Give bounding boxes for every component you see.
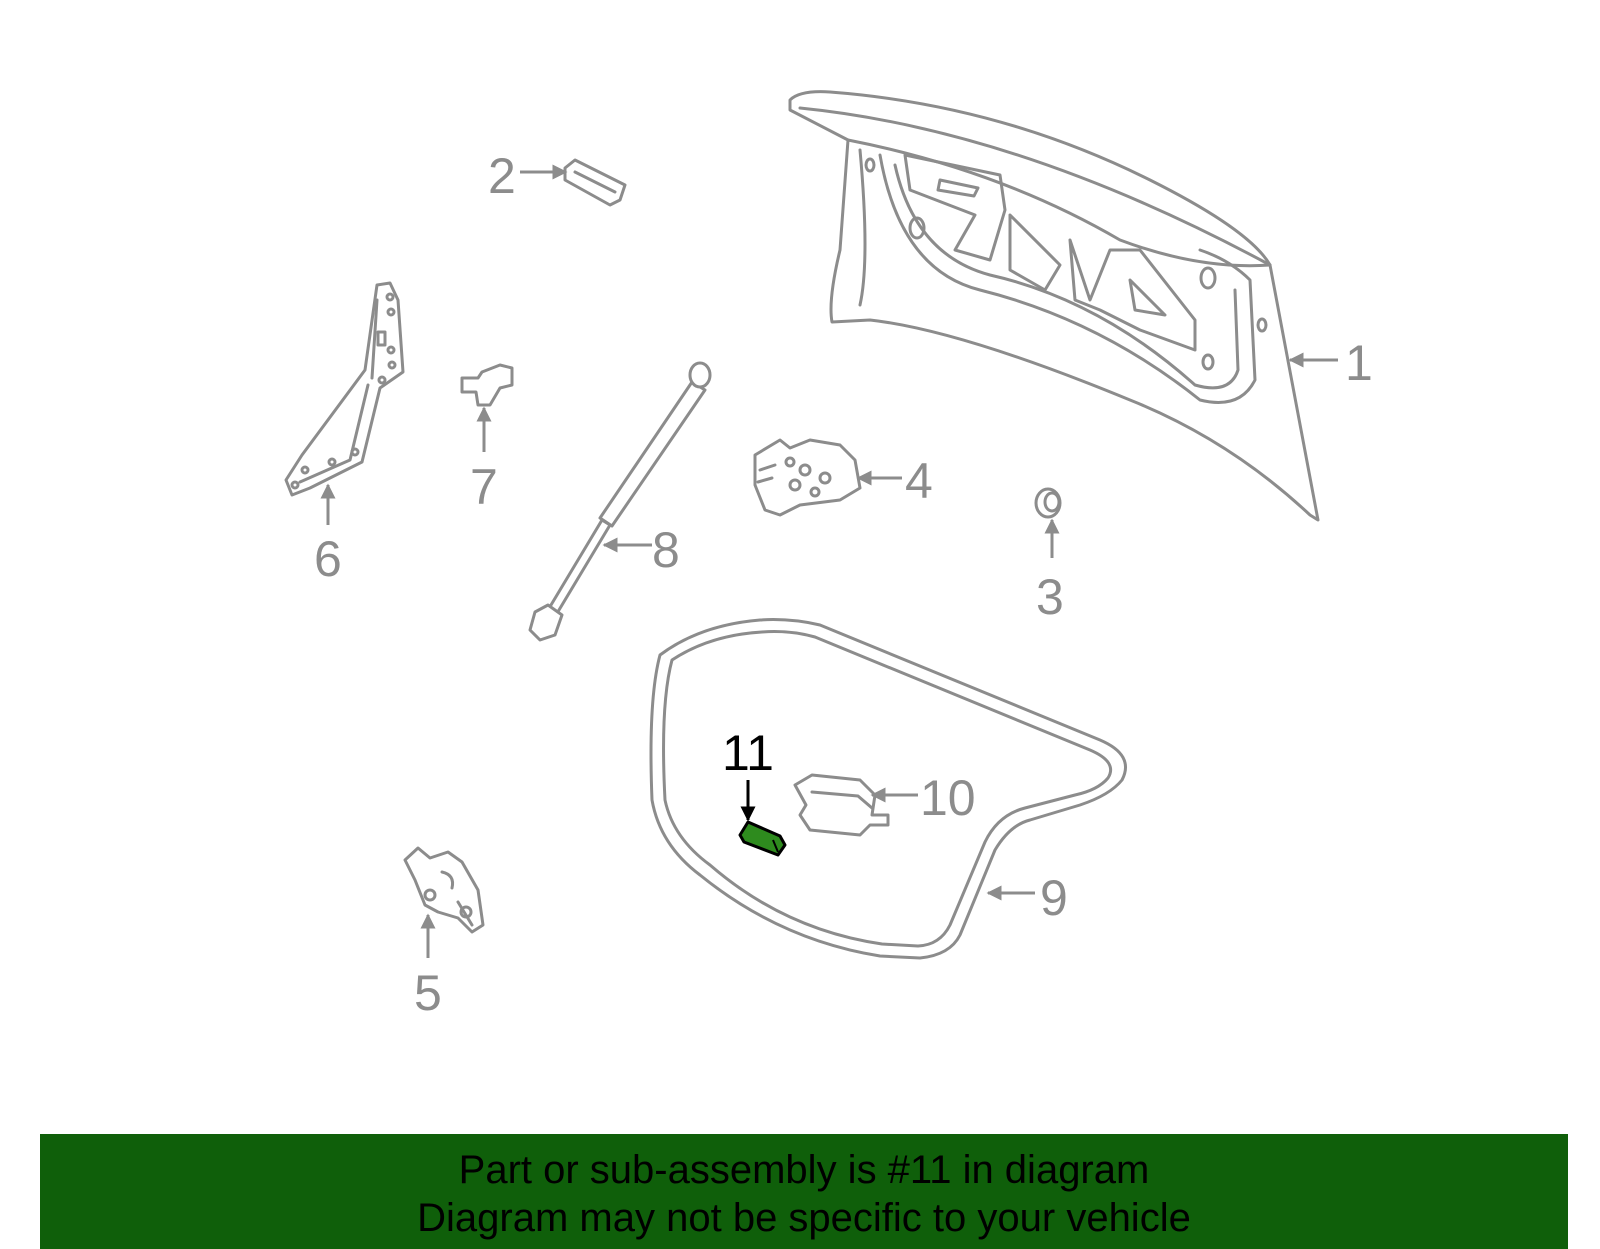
callout-11-highlighted: 11 bbox=[722, 725, 774, 781]
banner-line-part-number: Part or sub-assembly is #11 in diagram bbox=[458, 1148, 1150, 1192]
callout-2: 2 bbox=[488, 148, 516, 204]
part-7-bracket bbox=[460, 363, 514, 407]
callout-4: 4 bbox=[905, 453, 933, 509]
leader-lines bbox=[320, 164, 1338, 958]
banner-line-disclaimer: Diagram may not be specific to your vehi… bbox=[417, 1196, 1191, 1240]
callout-1: 1 bbox=[1345, 335, 1373, 391]
part-5-bracket bbox=[403, 846, 485, 934]
callout-7: 7 bbox=[470, 459, 498, 515]
part-2-clip bbox=[563, 158, 627, 207]
part-4-latch bbox=[753, 438, 862, 517]
part-11-highlighted bbox=[738, 820, 787, 857]
part-3-plug bbox=[1034, 487, 1062, 519]
callout-5: 5 bbox=[414, 965, 442, 1021]
callout-6: 6 bbox=[314, 531, 342, 587]
callout-9: 9 bbox=[1040, 870, 1068, 926]
part-6-hinge bbox=[284, 281, 405, 497]
callout-8: 8 bbox=[652, 522, 680, 578]
callout-10: 10 bbox=[920, 770, 976, 826]
callout-3: 3 bbox=[1036, 569, 1064, 625]
part-1-trunk-lid bbox=[788, 90, 1320, 522]
caption-banner: Part or sub-assembly is #11 in diagram D… bbox=[40, 1134, 1568, 1249]
part-10-switch bbox=[793, 773, 890, 837]
part-9-weatherstrip bbox=[649, 618, 1127, 960]
part-8-strut bbox=[528, 361, 712, 642]
